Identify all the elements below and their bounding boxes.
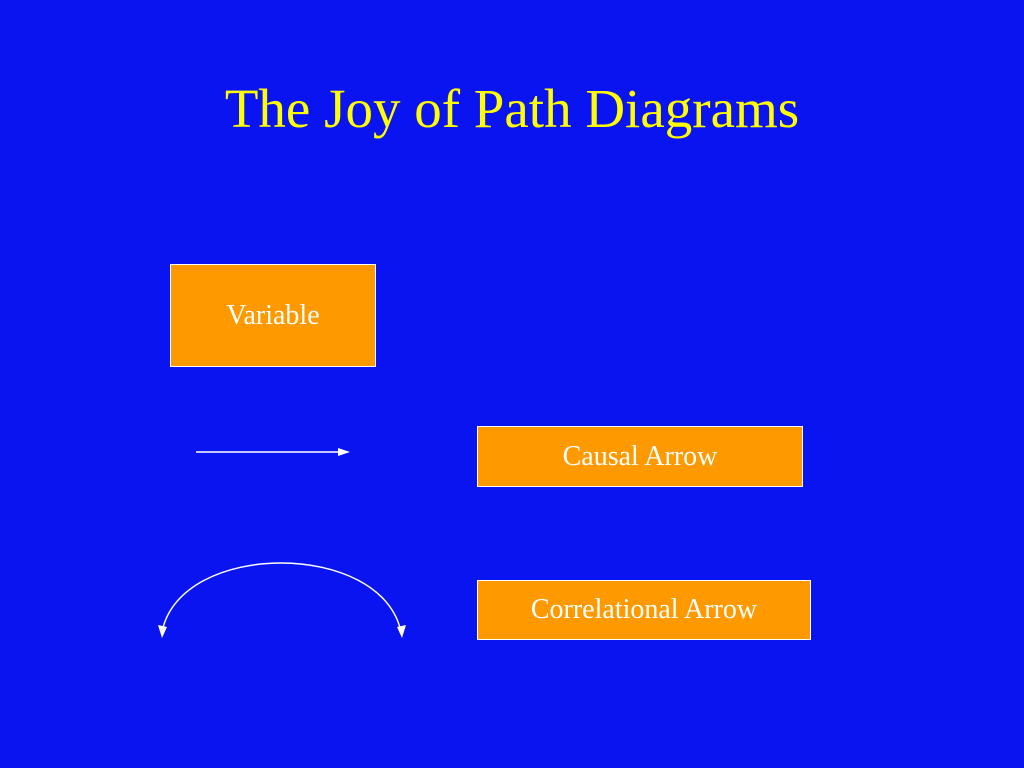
straight-arrow-icon [196, 448, 350, 456]
causal-arrow-label-box: Causal Arrow [477, 426, 803, 487]
correlational-arrow-label: Correlational Arrow [530, 594, 758, 625]
correlational-arrow-label-box: Correlational Arrow [477, 580, 811, 640]
causal-arrow-label: Causal Arrow [562, 440, 718, 472]
curved-double-arrow-icon [158, 562, 406, 638]
slide-title: The Joy of Path Diagrams [224, 78, 800, 139]
variable-box: Variable [170, 264, 376, 367]
variable-label: Variable [226, 299, 320, 331]
